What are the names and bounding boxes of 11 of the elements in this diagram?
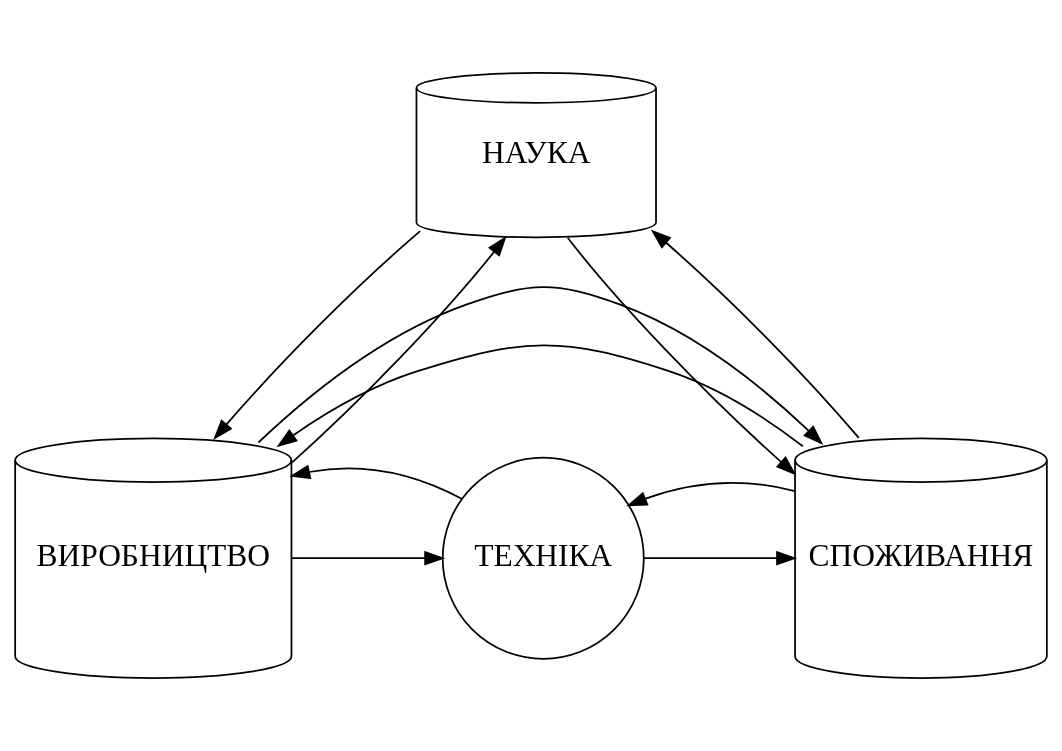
arrow [566,236,797,476]
arrow [289,464,463,500]
arrow [257,286,824,446]
node-circle: ТЕХНІКА [441,456,645,660]
arrow [643,550,798,566]
arrow [291,550,446,566]
arrow [213,230,421,440]
arrow [291,235,507,464]
arrow [276,344,804,448]
arrow [626,481,796,507]
arrow [650,229,860,439]
